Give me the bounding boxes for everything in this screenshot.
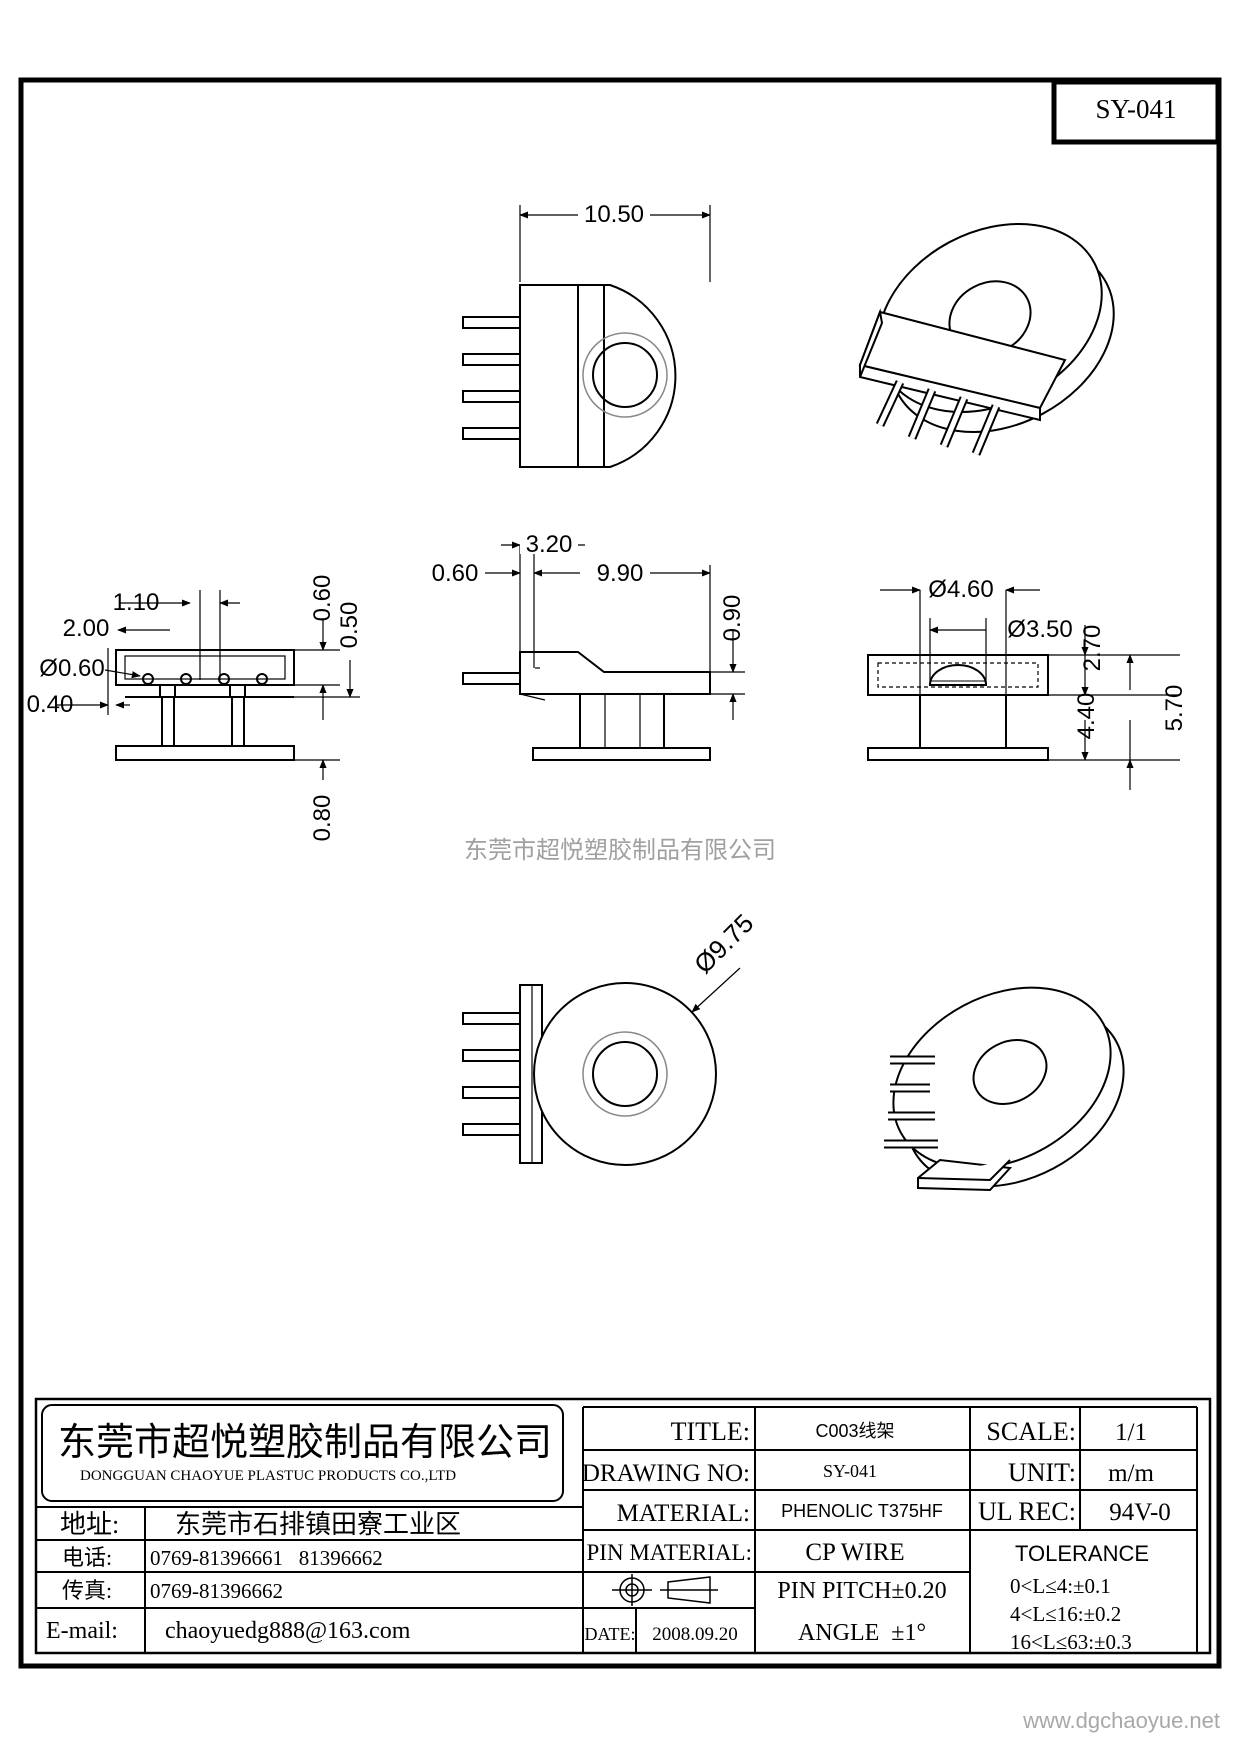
ul-rec-label: UL REC:	[978, 1497, 1076, 1526]
tolerance-row: 16<L≤63:±0.3	[1010, 1630, 1132, 1654]
angle: ANGLE ±1°	[798, 1620, 926, 1646]
date-value: 2008.09.20	[652, 1624, 738, 1645]
drawing-code: SY-041	[1095, 94, 1176, 124]
pin-pitch: PIN PITCH±0.20	[777, 1578, 946, 1604]
address-value: 东莞市石排镇田寮工业区	[175, 1510, 461, 1539]
fax-label: 传真:	[62, 1578, 112, 1603]
title-label: TITLE:	[671, 1417, 750, 1446]
sheet-border	[18, 77, 1222, 1669]
dim-pin-040: 0.40	[27, 691, 74, 718]
center-side-view	[462, 541, 745, 761]
drawing-no-value: SY-041	[823, 1461, 877, 1481]
website-link[interactable]: www.dgchaoyue.net	[1022, 1708, 1220, 1733]
drawing-code-box: SY-041	[1051, 79, 1221, 145]
dim-left-080: 0.80	[309, 795, 336, 842]
dim-h-570: 5.70	[1161, 685, 1188, 732]
address-label: 地址:	[60, 1510, 119, 1539]
dim-offset-060: 0.60	[432, 560, 479, 587]
title-value: C003线架	[815, 1421, 894, 1441]
pin-material-value: CP WIRE	[805, 1539, 904, 1566]
dim-length-990: 9.90	[597, 560, 644, 587]
ul-rec-value: 94V-0	[1109, 1499, 1171, 1526]
dim-h-270: 2.70	[1079, 625, 1106, 672]
email-label: E-mail:	[46, 1618, 118, 1644]
tolerance-row: 0<L≤4:±0.1	[1010, 1574, 1111, 1598]
left-side-view	[55, 590, 360, 780]
scale-label: SCALE:	[986, 1417, 1076, 1446]
scale-value: 1/1	[1115, 1419, 1147, 1446]
date-label: DATE:	[585, 1624, 636, 1644]
drawing-no-label: DRAWING NO:	[582, 1460, 750, 1487]
material-value: PHENOLIC T375HF	[781, 1501, 943, 1521]
dim-top-width: 10.50	[584, 201, 644, 228]
title-block	[34, 1397, 1212, 1655]
tolerance-label: TOLERANCE	[1015, 1541, 1149, 1566]
dim-left-060: 0.60	[309, 575, 336, 622]
phone-label: 电话:	[62, 1545, 112, 1570]
dim-offset-320: 3.20	[526, 531, 573, 558]
phone-value: 0769-81396661 81396662	[150, 1546, 383, 1570]
unit-value: m/m	[1108, 1460, 1154, 1487]
dim-left-050: 0.50	[336, 602, 363, 649]
right-side-view	[867, 586, 1180, 790]
dim-pin-110: 1.10	[113, 589, 160, 616]
dim-dia-460: Ø4.60	[928, 576, 993, 603]
watermark-company: 东莞市超悦塑胶制品有限公司	[464, 837, 776, 864]
top-view	[462, 205, 711, 468]
company-name-en: DONGGUAN CHAOYUE PLASTUC PRODUCTS CO.,LT…	[80, 1468, 456, 1484]
projection-symbol-icon	[612, 1574, 718, 1606]
dim-h-440: 4.40	[1073, 693, 1100, 740]
unit-label: UNIT:	[1008, 1458, 1076, 1487]
company-name-cn: 东莞市超悦塑胶制品有限公司	[58, 1422, 552, 1464]
dim-dia-975: Ø9.75	[688, 908, 759, 979]
email-value: chaoyuedg888@163.com	[165, 1618, 411, 1644]
isometric-view-bottom	[884, 986, 1125, 1192]
fax-value: 0769-81396662	[150, 1579, 283, 1603]
dim-pin-200: 2.00	[63, 615, 110, 642]
bottom-view	[462, 967, 741, 1166]
dim-dia-350: Ø3.50	[1007, 616, 1072, 643]
material-label: MATERIAL:	[617, 1500, 750, 1527]
dim-pin-dia: Ø0.60	[39, 655, 104, 682]
tolerance-row: 4<L≤16:±0.2	[1010, 1602, 1121, 1626]
pin-material-label: PIN MATERIAL:	[587, 1540, 752, 1565]
dim-height-090: 0.90	[719, 595, 746, 642]
isometric-view-top	[858, 223, 1115, 456]
